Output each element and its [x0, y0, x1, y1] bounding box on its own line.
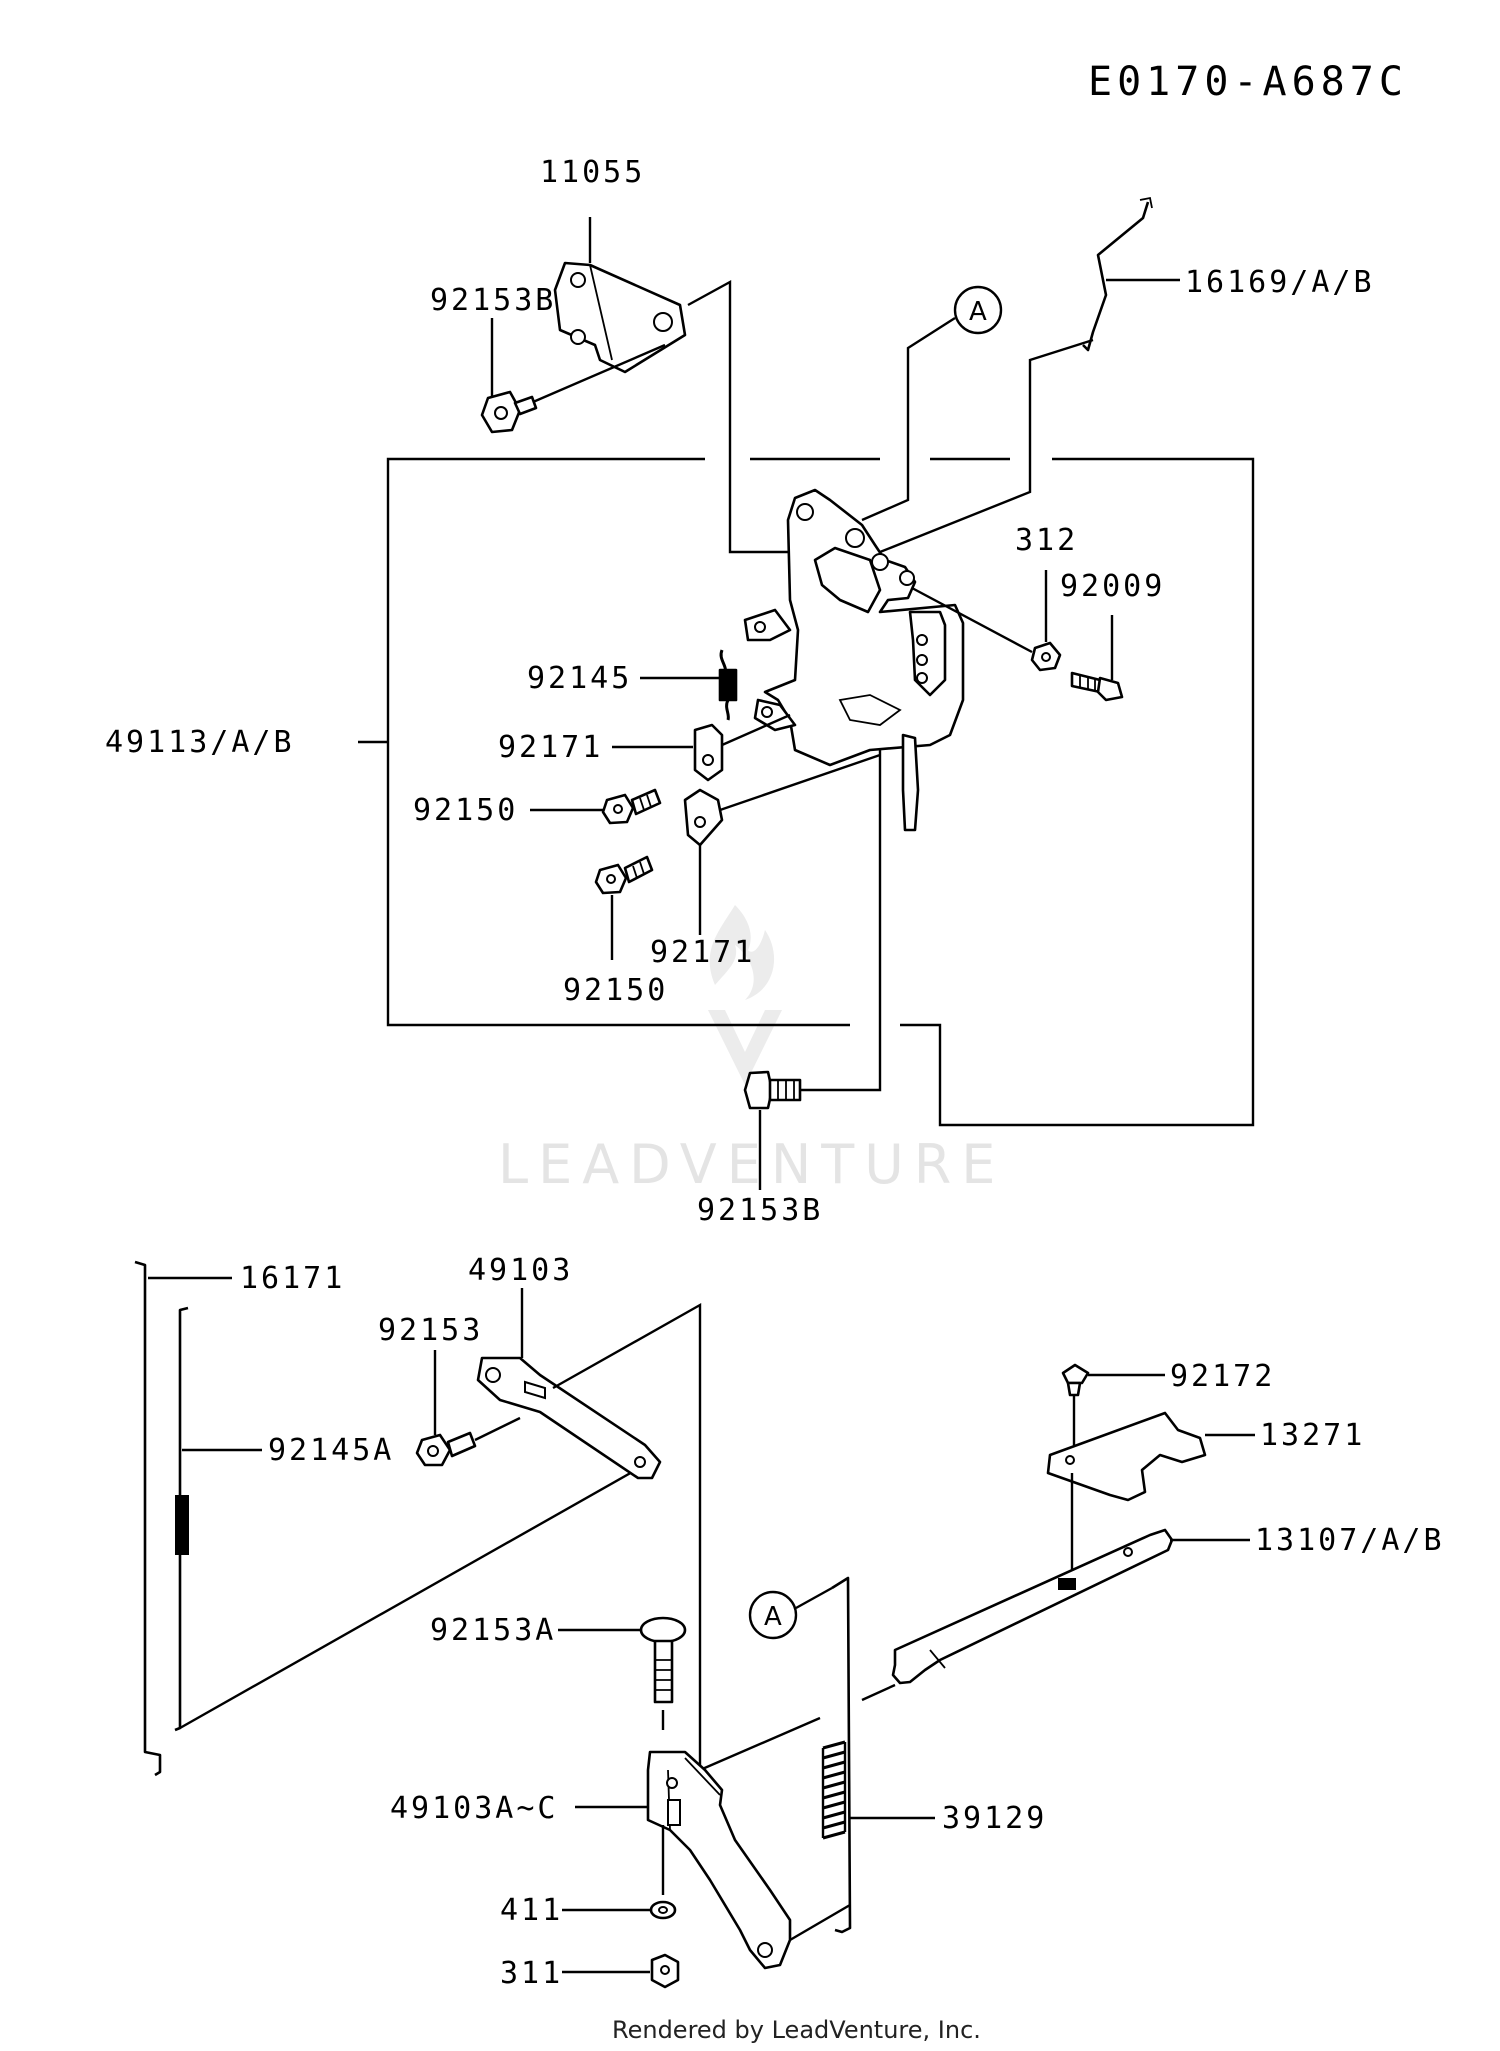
- bolt-92172: [1061, 1363, 1090, 1397]
- clip-92171-lower: [683, 788, 724, 847]
- lever-49103: [476, 1356, 662, 1480]
- label-92150-upper: 92150: [413, 793, 518, 828]
- bolt-92009: [1070, 671, 1124, 702]
- shaft-13107: [891, 1528, 1174, 1685]
- label-92009: 92009: [1060, 569, 1165, 604]
- control-plate-49113: [743, 488, 965, 832]
- label-13271: 13271: [1260, 1418, 1365, 1453]
- bolt-92150-upper: [601, 788, 662, 825]
- rod-39129: [821, 1576, 852, 1934]
- label-13107: 13107/A/B: [1255, 1523, 1445, 1558]
- label-92150-lower: 92150: [563, 973, 668, 1008]
- lever-49103A: [646, 1750, 792, 1970]
- label-49103A: 49103A~C: [390, 1791, 559, 1826]
- label-411: 411: [500, 1893, 563, 1928]
- label-49113: 49113/A/B: [105, 725, 295, 760]
- label-92145A: 92145A: [268, 1433, 394, 1468]
- watermark-text: LEADVENTURE: [498, 1133, 1005, 1196]
- plate-13271: [1046, 1411, 1207, 1502]
- label-16169: 16169/A/B: [1185, 265, 1375, 300]
- label-11055: 11055: [540, 155, 645, 190]
- leadventure-watermark: LEADVENTURE: [498, 905, 1005, 1196]
- label-92171-upper: 92171: [498, 730, 603, 765]
- bracket-11055: [553, 261, 687, 374]
- label-92153A: 92153A: [430, 1613, 556, 1648]
- bolt-92153: [415, 1416, 521, 1467]
- callout-a-lower: A: [748, 1590, 798, 1640]
- label-311: 311: [500, 1956, 563, 1991]
- callout-a-upper-text: A: [969, 297, 987, 327]
- bolt-92153B-bottom: [743, 1070, 802, 1110]
- bolt-92153A: [639, 1616, 687, 1704]
- clip-92171-upper: [693, 723, 724, 782]
- footer-text: Rendered by LeadVenture, Inc.: [612, 2016, 981, 2044]
- rod-16169: [1082, 196, 1153, 352]
- diagram-code: E0170-A687C: [1088, 59, 1408, 105]
- bolt-92153B-top: [480, 343, 666, 434]
- rod-16171: [134, 1260, 162, 1777]
- nut-312: [1030, 641, 1062, 672]
- callout-a-lower-text: A: [764, 1602, 782, 1632]
- label-92145: 92145: [527, 661, 632, 696]
- label-92153: 92153: [378, 1313, 483, 1348]
- bolt-92150-lower: [594, 855, 654, 895]
- spring-92145: [718, 649, 738, 721]
- label-39129: 39129: [942, 1801, 1047, 1836]
- callout-a-upper: A: [861, 285, 1003, 522]
- label-92172: 92172: [1170, 1359, 1275, 1394]
- label-92153B-top: 92153B: [430, 283, 556, 318]
- label-92153B-bottom: 92153B: [697, 1193, 823, 1228]
- label-312: 312: [1015, 523, 1078, 558]
- spring-92145A: [174, 1306, 189, 1732]
- washer-411: [649, 1900, 677, 1920]
- nut-311: [650, 1953, 680, 1989]
- label-92171-lower: 92171: [650, 935, 755, 970]
- label-16171: 16171: [240, 1261, 345, 1296]
- label-49103: 49103: [468, 1253, 573, 1288]
